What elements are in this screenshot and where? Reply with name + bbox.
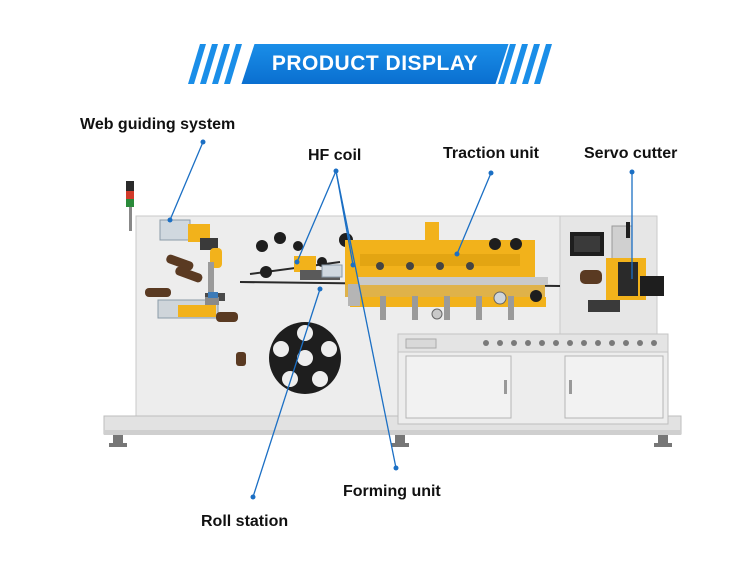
cabinet-door-right xyxy=(564,355,664,419)
banner-stripes-left xyxy=(188,44,242,84)
label-servo-cutter: Servo cutter xyxy=(584,145,678,162)
label-web-guiding-system: Web guiding system xyxy=(80,116,236,133)
servo-cutter xyxy=(570,222,664,312)
left-rollers xyxy=(145,248,246,366)
lower-left-assembly xyxy=(157,262,238,322)
roll-station-disc xyxy=(269,322,341,394)
callout-hf-coil-1 xyxy=(296,170,337,263)
label-roll-station: Roll station xyxy=(201,513,289,530)
traction-unit xyxy=(345,222,548,285)
label-forming-unit: Forming unit xyxy=(343,483,441,500)
signal-tower xyxy=(126,181,134,231)
callout-dot-hf-top xyxy=(333,168,339,174)
callout-dot-roll xyxy=(250,494,256,500)
callout-dot-web-end xyxy=(167,217,173,223)
callout-hf-coil-3 xyxy=(335,170,397,469)
center-panel-gauges xyxy=(208,292,443,320)
callout-web-guiding xyxy=(169,141,204,221)
callout-dot-hf-a xyxy=(294,259,300,265)
callout-dot-forming xyxy=(393,465,399,471)
callout-dot-web xyxy=(200,139,206,145)
web-guiding-unit xyxy=(159,219,218,250)
callout-traction xyxy=(456,172,492,255)
callout-dot-roll-end xyxy=(317,286,323,292)
banner-stripes-right xyxy=(498,44,552,84)
callout-dot-hf-b xyxy=(350,262,356,268)
callout-dot-servo xyxy=(629,169,635,175)
banner-title: PRODUCT DISPLAY xyxy=(271,52,479,75)
hf-coil-assembly xyxy=(294,256,343,280)
forming-unit xyxy=(345,284,546,320)
cabinet-knobs xyxy=(483,340,657,346)
callout-dot-traction-end xyxy=(454,251,460,257)
callout-dot-traction xyxy=(488,170,494,176)
product-display-banner: PRODUCT DISPLAY xyxy=(0,44,750,84)
label-traction-unit: Traction unit xyxy=(443,145,539,162)
label-hf-coil: HF coil xyxy=(308,147,362,164)
machine-feet xyxy=(109,435,672,447)
callout-roll xyxy=(252,288,321,498)
cabinet-door-left xyxy=(405,355,512,419)
